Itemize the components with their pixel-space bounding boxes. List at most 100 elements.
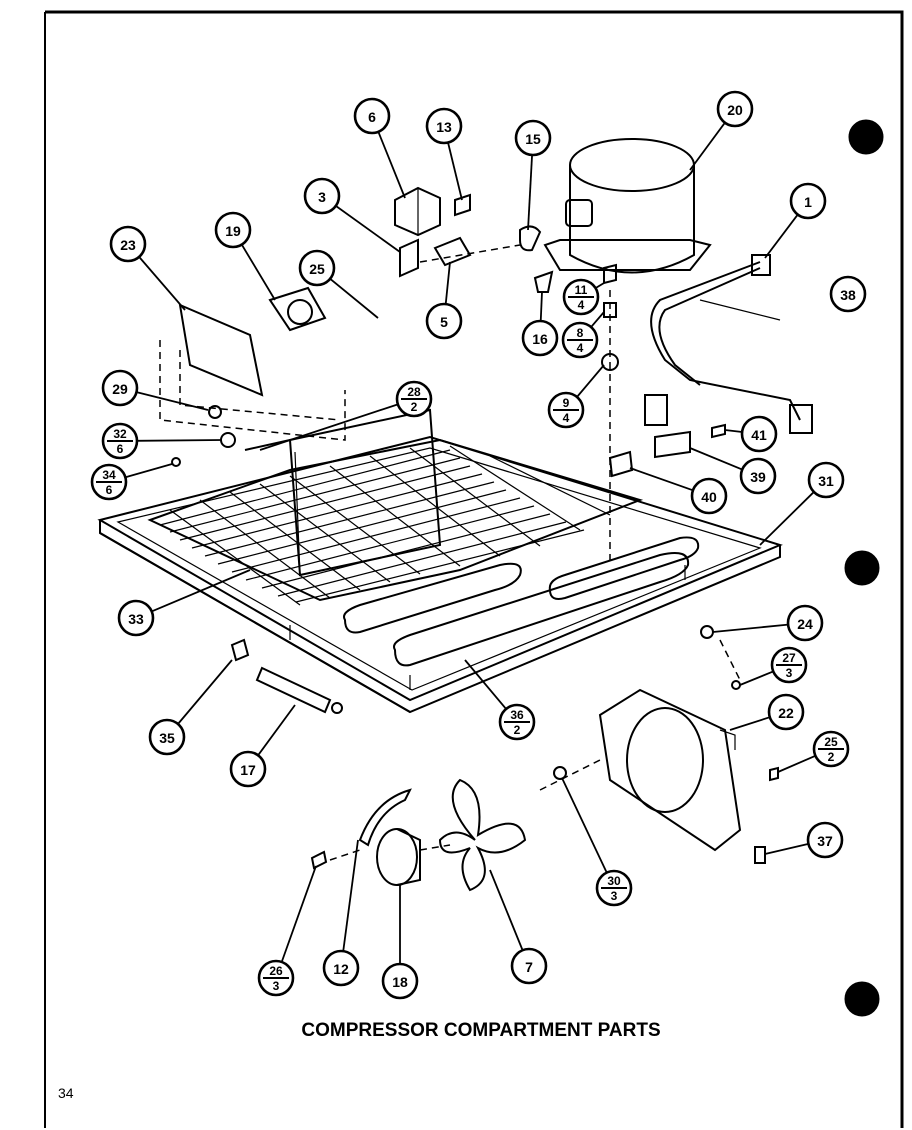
callout-18: 18 [381,962,419,1000]
binder-hole-2 [844,550,880,586]
leader-line [539,291,543,322]
fraction-top: 34 [102,468,116,482]
callout-circle [117,599,155,637]
leader-line [590,311,605,328]
leader-line [138,256,186,311]
callout-label: 17 [240,762,256,778]
fraction-bottom: 3 [786,666,793,680]
callout-19: 19 [214,211,252,249]
left-screws [171,405,291,467]
page-border [45,10,904,1128]
callout-circle [740,415,778,453]
leader-line [280,865,317,963]
leader-line [136,391,209,411]
fraction-bottom: 2 [828,750,835,764]
callout-label: 24 [797,616,813,632]
fraction-callout-9-4: 94 [547,391,585,429]
fraction-bottom: 6 [117,442,124,456]
fraction-top: 36 [510,708,524,722]
callout-label: 22 [778,705,794,721]
callout-circle [229,750,267,788]
fraction-bottom: 3 [611,889,618,903]
compressor [543,138,712,274]
callout-label: 40 [701,489,717,505]
control-bracket [159,286,346,441]
callout-circle [767,693,805,731]
callout-circle [425,107,463,145]
callout-label: 6 [368,109,376,125]
fraction-bottom: 4 [577,341,584,355]
fraction-callout-8-4: 84 [561,321,599,359]
callout-31: 31 [807,461,845,499]
leader-line [576,364,605,398]
callout-5: 5 [425,302,463,340]
leader-line [777,754,816,773]
callout-label: 20 [727,102,743,118]
leader-line [342,839,359,952]
fraction-top: 25 [824,735,838,749]
leader-line [561,777,608,874]
callout-label: 38 [840,287,856,303]
callout-label: 23 [120,237,136,253]
callout-layer: 1356712131516171819202223242529313335373… [101,90,867,1000]
callout-39: 39 [739,457,777,495]
callout-7: 7 [510,947,548,985]
callout-16: 16 [521,319,559,357]
callout-circle [381,962,419,1000]
callout-15: 15 [514,119,552,157]
terminal-parts [608,423,726,478]
fraction-callout-36-2: 362 [498,703,536,741]
callout-label: 1 [804,194,812,210]
fraction-callout-27-3: 273 [770,646,808,684]
leader-line [527,154,533,231]
callout-41: 41 [740,415,778,453]
fraction-bottom: 4 [563,411,570,425]
callout-13: 13 [425,107,463,145]
callout-40: 40 [690,477,728,515]
leader-line [712,623,789,633]
callout-circle [786,604,824,642]
leader-line [377,131,406,199]
leader-line [447,142,463,201]
callout-circle [425,302,463,340]
leader-line [764,214,799,259]
callout-label: 37 [817,833,833,849]
callout-label: 39 [750,469,766,485]
callout-label: 35 [159,730,175,746]
callout-circle [807,461,845,499]
binder-hole-3 [844,981,880,1017]
callout-circle [690,477,728,515]
callout-label: 13 [436,119,452,135]
callout-label: 16 [532,331,548,347]
callout-33: 33 [117,599,155,637]
callout-22: 22 [767,693,805,731]
fraction-callout-26-3: 263 [257,959,295,997]
leader-lines [125,122,816,964]
fan-motor-assembly [310,759,601,892]
callout-label: 5 [440,314,448,330]
leader-line [444,261,451,305]
leader-line [724,429,743,433]
callout-circle [214,211,252,249]
leader-line [759,491,815,546]
condenser-coil [147,438,644,606]
leader-line [739,670,774,686]
leader-line [257,704,296,756]
leader-line [125,463,173,479]
callout-25: 25 [298,249,336,287]
callout-20: 20 [716,90,754,128]
callout-label: 31 [818,473,834,489]
leader-line [595,282,605,289]
callout-circle [510,947,548,985]
leader-line [629,467,694,492]
callout-24: 24 [786,604,824,642]
callout-circle [353,97,391,135]
wiring-harness [644,254,813,434]
callout-label: 41 [751,427,767,443]
fraction-bottom: 3 [273,979,280,993]
callout-circle [806,821,844,859]
callout-35: 35 [148,718,186,756]
callout-23: 23 [109,225,147,263]
fraction-top: 32 [113,427,127,441]
